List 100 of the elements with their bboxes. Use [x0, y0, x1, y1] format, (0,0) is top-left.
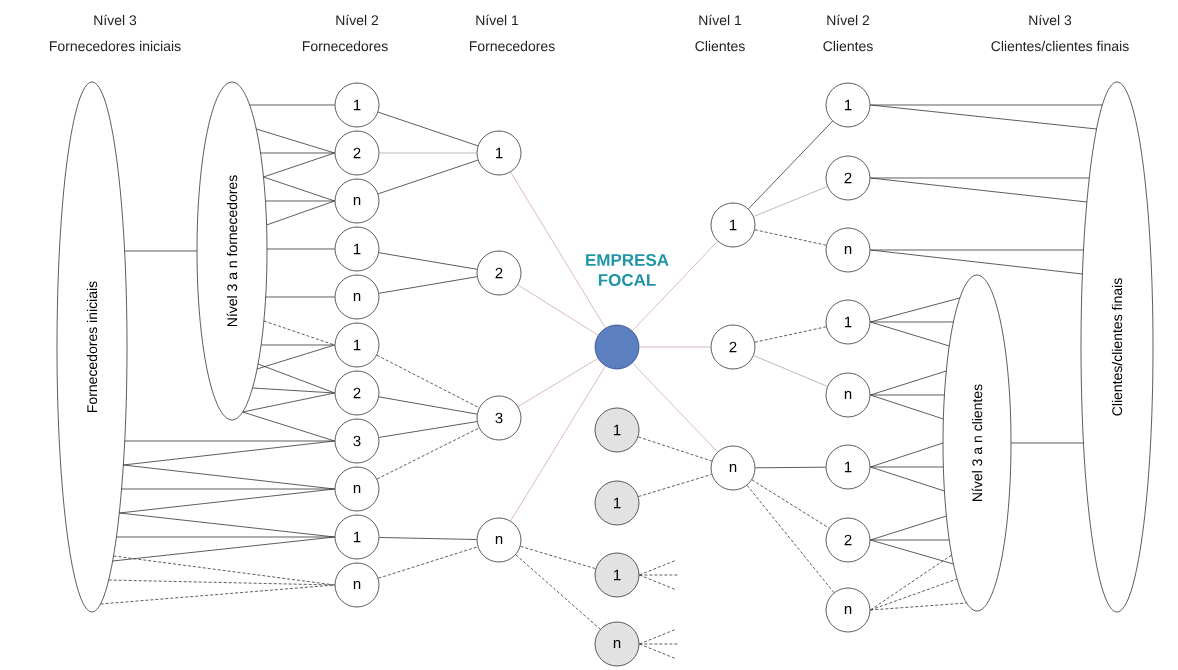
connector-line: [870, 177, 1088, 203]
connector-line: [263, 320, 335, 346]
column-heading: Nível 3: [94, 14, 137, 26]
connector-line: [242, 392, 335, 413]
connector-line: [257, 363, 335, 394]
connector-line: [249, 104, 335, 106]
connector-line: [118, 488, 335, 514]
connector-line: [510, 171, 606, 329]
column-heading: Nível 2: [336, 14, 379, 26]
connector-line: [255, 128, 335, 154]
heading-text: EMPRESA FOCAL: [586, 254, 669, 286]
connector-line: [870, 515, 947, 541]
column-heading: Nível 1: [476, 14, 519, 26]
connector-line: [870, 394, 945, 396]
column-heading: Fornecedores: [302, 40, 388, 52]
connector-line: [748, 120, 833, 210]
connector-line: [870, 249, 1083, 275]
connector-line: [870, 249, 1084, 251]
column-heading: Clientes: [695, 40, 745, 52]
connector-line: [639, 574, 680, 576]
column-heading: Clientes: [823, 40, 873, 52]
column-heading: Nível 1: [699, 14, 742, 26]
connector-line: [870, 394, 944, 420]
connector-line: [754, 326, 827, 343]
connector-line: [379, 537, 477, 540]
connector-line: [870, 104, 1103, 106]
connector-line: [377, 159, 479, 195]
connector-line: [870, 539, 954, 565]
connector-line: [378, 396, 478, 415]
connector-line: [263, 176, 335, 202]
connector-line: [632, 240, 718, 332]
connector-line: [632, 362, 718, 453]
connector-line: [265, 296, 335, 298]
connector-line: [510, 365, 606, 522]
connector-line: [870, 466, 944, 468]
connector-line: [754, 229, 827, 246]
connector-line: [870, 321, 954, 323]
connector-line: [639, 574, 677, 591]
connector-line: [753, 186, 828, 217]
connector-line: [376, 354, 480, 409]
connector-line: [377, 111, 479, 147]
connector-line: [870, 177, 1090, 179]
connector-line: [379, 152, 477, 154]
connector-line: [870, 104, 1097, 130]
ellipse-group: Nível 3 a n fornecedores: [196, 81, 268, 421]
connector-line: [870, 370, 947, 396]
connector-line: [260, 152, 335, 154]
connector-line: [870, 539, 950, 541]
connector-line: [870, 442, 944, 468]
connector-line: [870, 602, 968, 611]
connector-line: [256, 344, 335, 370]
column-heading: Clientes/clientes finais: [991, 40, 1129, 52]
ellipse-group: Fornecedores iniciais: [56, 81, 128, 613]
connector-line: [515, 554, 601, 630]
connector-line: [637, 436, 713, 462]
connector-line: [1010, 442, 1084, 444]
connector-line: [378, 252, 478, 270]
connector-line: [639, 643, 677, 660]
connector-line: [116, 536, 335, 538]
connector-line: [121, 488, 335, 490]
connector-line: [377, 546, 479, 579]
connector-line: [242, 411, 335, 442]
connector-line: [263, 152, 335, 178]
connector-line: [753, 355, 828, 387]
ellipse-group: Clientes/clientes finais: [1080, 81, 1154, 613]
connector-line: [746, 485, 835, 593]
column-heading: Nível 2: [827, 14, 870, 26]
connector-line: [870, 321, 950, 347]
column-heading: Nível 3: [1029, 14, 1072, 26]
connector-line: [517, 358, 599, 407]
connector-line: [639, 643, 680, 645]
connector-line: [378, 276, 478, 294]
connector-line: [112, 536, 335, 562]
connector-line: [108, 579, 335, 586]
connector-line: [124, 440, 335, 442]
connector-line: [266, 248, 335, 250]
connector-line: [870, 297, 961, 323]
connector-line: [100, 584, 335, 605]
connector-line: [260, 344, 335, 346]
connector-line: [870, 554, 953, 611]
connector-line: [638, 474, 712, 497]
column-heading: Fornecedores: [469, 40, 555, 52]
connector-line: [113, 555, 335, 586]
connector-line: [252, 387, 335, 394]
connector-line: [376, 427, 480, 480]
connector-line: [639, 346, 711, 348]
connector-line: [639, 628, 677, 645]
connector-line: [378, 421, 478, 438]
connector-line: [124, 250, 198, 252]
connector-line: [517, 284, 599, 336]
connector-line: [266, 200, 335, 226]
ellipse-group: Nível 3 a n clientes: [942, 274, 1012, 612]
column-heading: Fornecedores iniciais: [50, 40, 181, 52]
connector-line: [755, 466, 826, 469]
connector-line: [751, 479, 830, 529]
connector-line: [520, 545, 596, 570]
connector-line: [870, 466, 945, 492]
connector-line: [122, 440, 335, 466]
connector-line: [639, 559, 677, 576]
connector-line: [265, 200, 335, 202]
